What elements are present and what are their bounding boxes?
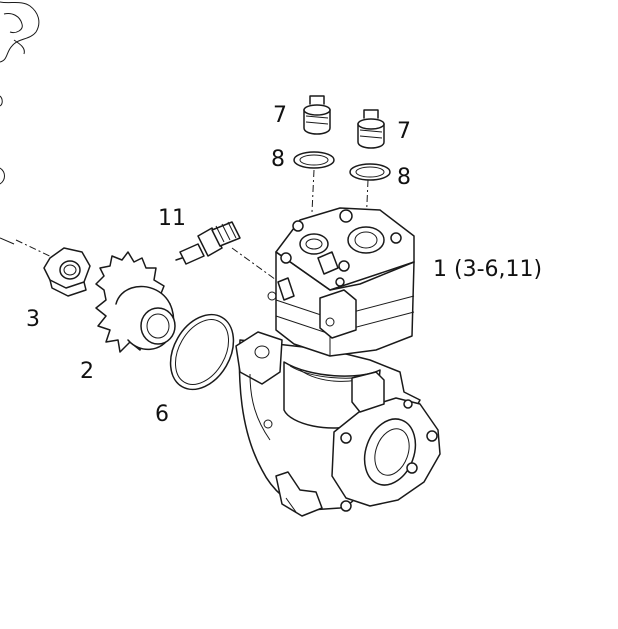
leader-lines bbox=[15, 169, 369, 291]
callout-11: 11 bbox=[158, 206, 186, 231]
callout-labels: 1 (3-6,11) 2 3 6 7 7 8 8 11 bbox=[26, 103, 542, 427]
callout-3: 3 bbox=[26, 307, 40, 332]
washer-left bbox=[293, 151, 335, 169]
callout-6: 6 bbox=[155, 402, 169, 427]
callout-1: 1 (3-6,11) bbox=[433, 257, 542, 282]
washer-right bbox=[349, 163, 391, 181]
adjacent-part-fragment bbox=[0, 1, 40, 245]
callout-8-left: 8 bbox=[271, 147, 285, 172]
callout-2: 2 bbox=[80, 359, 94, 384]
temperature-sensor bbox=[175, 221, 241, 265]
drive-gear bbox=[95, 251, 176, 353]
plug-right bbox=[357, 109, 385, 149]
callout-7-right: 7 bbox=[397, 119, 411, 144]
flange-nut bbox=[43, 247, 91, 297]
callout-8-right: 8 bbox=[397, 165, 411, 190]
compressor-assembly bbox=[235, 207, 441, 517]
plug-left bbox=[303, 95, 331, 135]
callout-7-left: 7 bbox=[273, 103, 287, 128]
o-ring-seal bbox=[169, 313, 235, 391]
